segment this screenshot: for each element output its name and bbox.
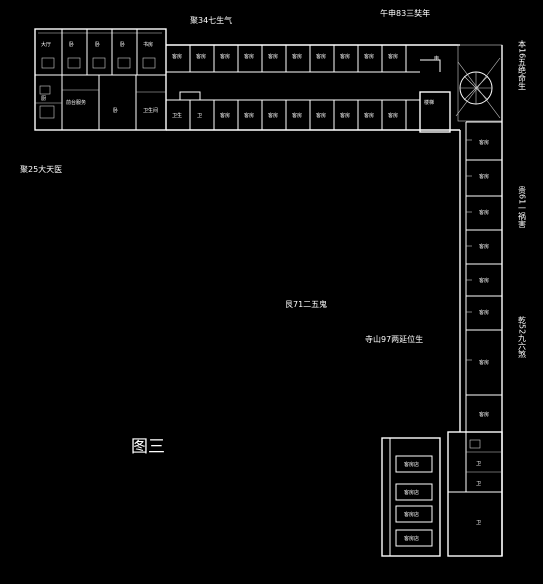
annotation-right-2: 贵61一祸害 xyxy=(518,185,527,229)
annotation-center: 艮71二五鬼 xyxy=(285,299,327,309)
lower-annex: 客房店 客房店 客房店 客房店 xyxy=(381,437,441,557)
room-label: 前台服务 xyxy=(66,99,86,106)
top-left-block: 大厅 卧 卧 卧 书房 厨 前台服务 卧 卫生间 xyxy=(34,28,167,131)
room-label: 客房 xyxy=(479,277,489,284)
room-label: 客房 xyxy=(172,53,182,60)
annotation-top-right: 午申83三奘年 xyxy=(380,8,430,18)
room-label: 卧 xyxy=(120,41,125,48)
room-label: 客房店 xyxy=(404,461,419,468)
room-label: 客房 xyxy=(388,112,398,119)
figure-caption: 图三 xyxy=(131,437,165,457)
annotation-left: 聚25大天医 xyxy=(20,164,62,174)
room-label: 客房 xyxy=(268,53,278,60)
annotation-right-3: 乾52九六煞 xyxy=(518,315,527,359)
room-label: 书房 xyxy=(143,41,153,48)
room-label: 客房 xyxy=(479,309,489,316)
room-label: 客房 xyxy=(340,53,350,60)
room-label: 电 xyxy=(434,55,439,62)
compass-rose xyxy=(455,44,503,122)
room-label: 客房 xyxy=(364,112,374,119)
room-label: 客房 xyxy=(479,173,489,180)
room-label: 客房 xyxy=(479,139,489,146)
annotation-center-right: 寺山97两延位生 xyxy=(365,334,423,344)
room-label: 卫 xyxy=(476,461,481,467)
room-label: 卫 xyxy=(197,113,202,119)
room-label: 客房 xyxy=(316,112,326,119)
room-label: 客房店 xyxy=(404,489,419,496)
room-label: 大厅 xyxy=(41,41,51,48)
room-label: 卫 xyxy=(476,481,481,487)
bottom-right-block: 卫 卫 卫 xyxy=(447,431,503,557)
room-label: 客房 xyxy=(196,53,206,60)
room-label: 客房 xyxy=(316,53,326,60)
room-label: 卧 xyxy=(113,107,118,114)
room-label: 卧 xyxy=(95,41,100,48)
room-label: 厨 xyxy=(41,96,46,102)
room-label: 客房 xyxy=(388,53,398,60)
room-label: 客房 xyxy=(340,112,350,119)
room-label: 客房 xyxy=(292,53,302,60)
room-label: 客房 xyxy=(244,53,254,60)
room-label: 客房店 xyxy=(404,535,419,542)
room-label: 客房 xyxy=(244,112,254,119)
room-label: 客房店 xyxy=(404,511,419,518)
room-label: 客房 xyxy=(220,112,230,119)
room-label: 客房 xyxy=(364,53,374,60)
room-label: 楼梯 xyxy=(424,99,434,106)
room-label: 卫生 xyxy=(172,112,182,119)
room-label: 客房 xyxy=(268,112,278,119)
room-label: 客房 xyxy=(292,112,302,119)
annotation-right-1: 本16五绝命生 xyxy=(518,39,527,90)
room-label: 客房 xyxy=(479,411,489,418)
room-label: 客房 xyxy=(479,359,489,366)
room-label: 卫生间 xyxy=(143,107,158,114)
room-label: 客房 xyxy=(479,243,489,250)
room-label: 客房 xyxy=(479,209,489,216)
annotation-top-left: 聚34七生气 xyxy=(190,15,232,25)
room-label: 客房 xyxy=(220,53,230,60)
room-label: 卧 xyxy=(69,41,74,48)
room-label: 卫 xyxy=(476,520,481,526)
horizontal-wing: 客房 客房 客房 客房 客房 客房 客房 客房 客房 客房 卫生 卫 客房 客房… xyxy=(166,44,460,133)
